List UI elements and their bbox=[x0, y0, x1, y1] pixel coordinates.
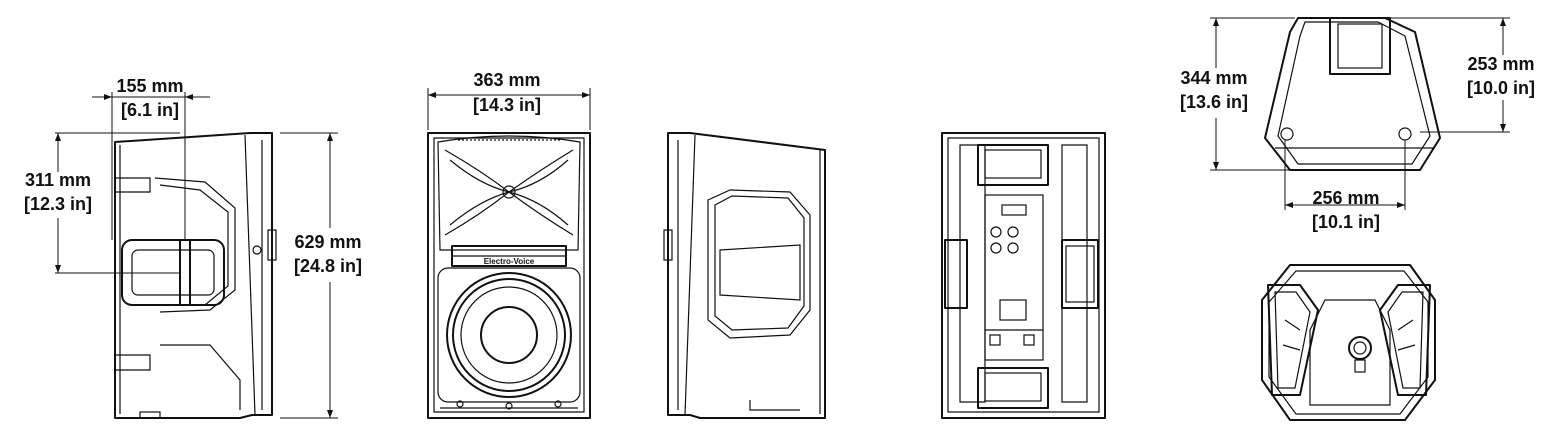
rear-view bbox=[941, 132, 1106, 419]
front-dimension-lines bbox=[427, 88, 591, 130]
front-view: Electro-Voice bbox=[427, 132, 591, 419]
top-width-in: [10.1 in] bbox=[1312, 212, 1380, 232]
height-in: [24.8 in] bbox=[294, 256, 362, 276]
bottom-view bbox=[1261, 264, 1436, 421]
top-dimension-lines bbox=[1210, 17, 1510, 210]
side-dimension-lines bbox=[55, 92, 338, 419]
side-handle-in: [12.3 in] bbox=[24, 194, 92, 214]
top-width-mm: 256 mm bbox=[1312, 188, 1379, 208]
top-depth-in: [13.6 in] bbox=[1180, 92, 1248, 112]
side-handle-mm: 311 mm bbox=[25, 170, 91, 190]
top-rear-mm: 253 mm bbox=[1467, 54, 1534, 74]
side-view-right bbox=[663, 132, 826, 419]
width-in: [14.3 in] bbox=[473, 95, 541, 115]
side-depth-mm: 155 mm bbox=[116, 76, 183, 96]
top-rear-in: [10.0 in] bbox=[1467, 78, 1535, 98]
side-depth-in: [6.1 in] bbox=[121, 100, 179, 120]
top-depth-mm: 344 mm bbox=[1180, 68, 1247, 88]
top-view bbox=[1264, 17, 1441, 171]
side-view-left bbox=[114, 132, 277, 419]
front-logo: Electro-Voice bbox=[484, 257, 535, 266]
height-mm: 629 mm bbox=[294, 232, 361, 252]
width-mm: 363 mm bbox=[473, 70, 540, 90]
